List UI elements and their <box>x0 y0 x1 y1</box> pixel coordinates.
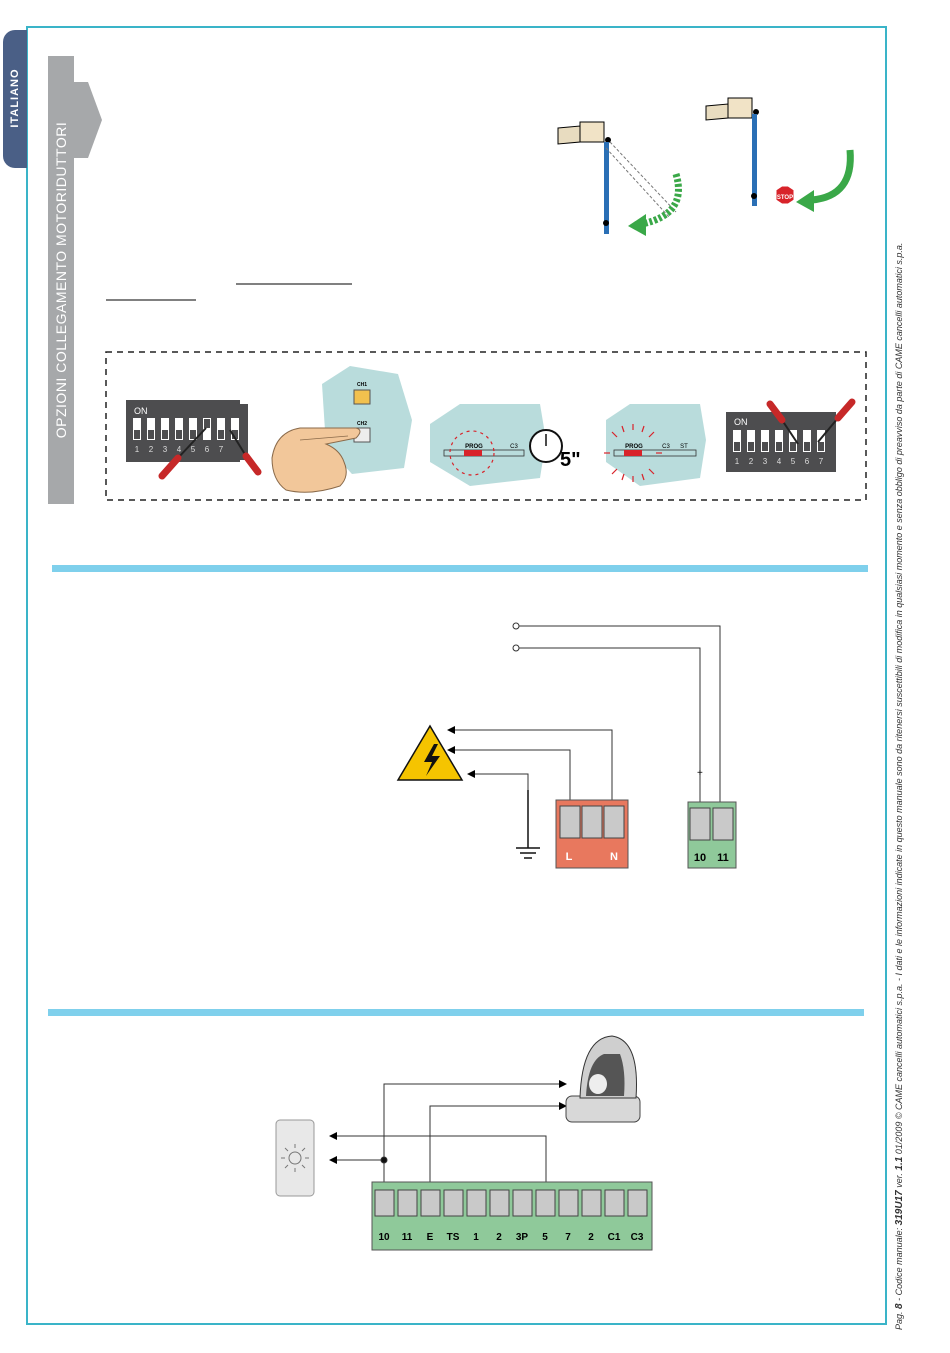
dip5-num-2: 2 <box>749 457 754 466</box>
ch2-label: CH2 <box>357 421 367 427</box>
dip5-num-6: 6 <box>805 457 810 466</box>
c3-label-1: C3 <box>510 444 518 450</box>
hand-icon <box>271 427 361 493</box>
dip-num-5: 5 <box>191 445 196 454</box>
footer-manual-code: 319U17 <box>894 1190 905 1226</box>
clock-icon: 5" <box>529 429 581 471</box>
prog-label-1: PROG <box>465 444 483 450</box>
dip5-num-1: 1 <box>735 457 740 466</box>
footer-rest: 01/2009 © CAME cancelli automatici s.p.a… <box>894 242 904 1155</box>
footer-legal-note: Pag. 8 - Codice manuale: 319U17 ver. 1.1… <box>894 243 905 1330</box>
main-terminal-block: 10 11 E TS 1 2 3P 5 7 2 C1 C3 <box>371 1181 653 1251</box>
main-terminal-5: 5 <box>542 1232 548 1243</box>
board-press-step-2: CH1 CH2 <box>271 366 412 493</box>
dip5-num-7: 7 <box>819 457 824 466</box>
banner-arrow <box>74 82 102 158</box>
dip-num-3: 3 <box>163 445 168 454</box>
main-terminal-2b: 2 <box>588 1232 594 1243</box>
footer-version: 1.1 <box>894 1156 905 1171</box>
procedure-box <box>105 351 867 501</box>
ground-icon <box>516 790 540 859</box>
hazard-icon <box>396 724 464 781</box>
main-terminal-7: 7 <box>565 1232 571 1243</box>
dip-num-4: 4 <box>177 445 182 454</box>
dip-switch-step-1: ON 1 2 3 4 5 6 7 <box>126 400 262 480</box>
main-terminal-1: 1 <box>473 1232 479 1243</box>
screwdriver-icon <box>229 429 262 476</box>
dip-switch-step-5: ON 1 2 3 4 5 6 7 <box>726 398 856 472</box>
main-terminal-TS: TS <box>447 1232 460 1243</box>
plus-mark: + <box>697 768 703 779</box>
dip-num-1: 1 <box>135 445 140 454</box>
main-terminal-3P: 3P <box>516 1232 529 1243</box>
section-banner <box>48 56 74 504</box>
power-terminal-block: L N <box>555 799 629 869</box>
main-terminal-10: 10 <box>378 1232 390 1243</box>
barrier-diagram-right: STOP <box>705 97 854 212</box>
screwdriver-icon <box>158 427 207 480</box>
flashing-lamp-icon <box>565 1035 641 1123</box>
terminal-label-N: N <box>610 851 618 863</box>
board-flash-step-4: PROG C3 ST <box>604 404 706 486</box>
lv-terminal-10: 10 <box>694 852 706 864</box>
page-frame <box>26 26 887 1325</box>
dip-switch-keys-1 <box>133 418 239 440</box>
c3-label-2: C3 <box>662 444 670 450</box>
section-rule-1 <box>52 565 868 572</box>
language-tab <box>3 30 27 168</box>
timer-label: 5" <box>560 449 581 471</box>
dip-on-label-2: ON <box>734 417 748 427</box>
board-led-step-3: PROG C3 <box>430 404 546 486</box>
footer-prefix: Pag. <box>894 1311 904 1330</box>
dip5-num-4: 4 <box>777 457 782 466</box>
terminal-label-L: L <box>566 851 573 863</box>
dip-on-label-1: ON <box>134 406 148 416</box>
main-terminal-11: 11 <box>402 1232 413 1243</box>
stop-icon: STOP <box>775 185 795 205</box>
main-terminal-C1: C1 <box>608 1232 621 1243</box>
footer-page-number: 8 <box>894 1303 905 1309</box>
main-terminal-E: E <box>427 1232 434 1243</box>
dip-num-7: 7 <box>219 445 224 454</box>
dip5-num-5: 5 <box>791 457 796 466</box>
st-label: ST <box>680 444 688 450</box>
screwdriver-icon <box>817 398 856 443</box>
barrier-diagram-left <box>557 121 682 236</box>
main-terminal-C3: C3 <box>631 1232 644 1243</box>
footer-manual-text: - Codice manuale: <box>894 1227 904 1301</box>
low-voltage-terminal-block: 10 11 <box>687 801 737 869</box>
dip5-num-3: 3 <box>763 457 768 466</box>
section-rule-2 <box>48 1009 864 1016</box>
screwdriver-icon <box>766 400 799 445</box>
accessories-wiring-diagram <box>329 1080 567 1196</box>
footer-ver-text: ver. <box>894 1173 904 1188</box>
dip-num-2: 2 <box>149 445 154 454</box>
dip-num-6: 6 <box>205 445 210 454</box>
ch1-label: CH1 <box>357 382 367 388</box>
main-terminal-2: 2 <box>496 1232 502 1243</box>
prog-label-2: PROG <box>625 444 643 450</box>
photocell-icon <box>275 1119 315 1197</box>
stop-sign-label: STOP <box>777 195 793 201</box>
lv-terminal-11: 11 <box>717 852 729 864</box>
